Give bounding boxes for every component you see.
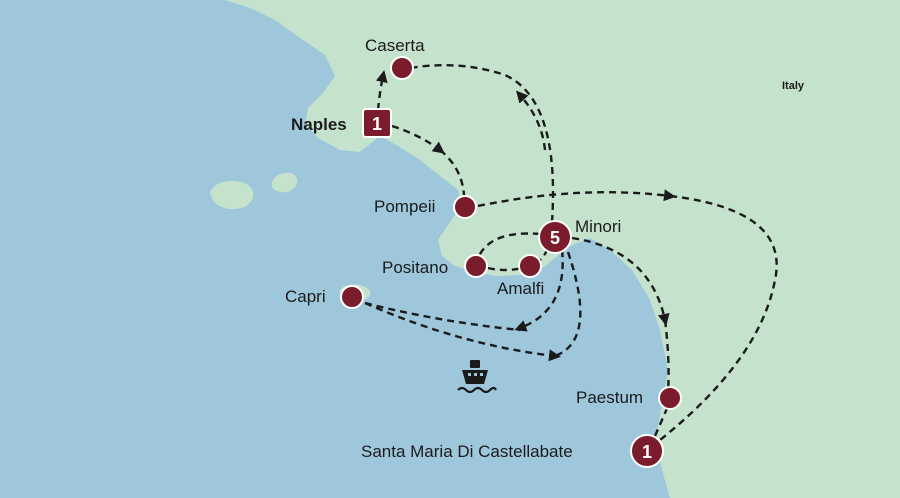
country-label: Italy <box>782 80 805 92</box>
island-ischia <box>210 180 254 210</box>
stop-capri[interactable]: Capri <box>285 285 364 309</box>
stop-marker[interactable] <box>464 254 488 278</box>
route-minori-caserta-arrow <box>516 90 547 151</box>
route-positano-amalfi <box>487 266 523 272</box>
route-naples-caserta <box>375 70 388 111</box>
stop-marker[interactable] <box>630 434 664 468</box>
route-minori-paestum <box>571 236 670 326</box>
stop-positano[interactable]: Positano <box>382 254 488 278</box>
stop-label: Amalfi <box>497 279 544 298</box>
stop-amalfi[interactable]: Amalfi <box>497 254 544 298</box>
route-naples-pompeii-2 <box>439 149 466 196</box>
route-loop-castellabate <box>659 194 778 441</box>
stop-marker[interactable] <box>362 108 392 138</box>
stop-label: Capri <box>285 287 326 306</box>
stop-marker[interactable] <box>518 254 542 278</box>
stop-label: Santa Maria Di Castellabate <box>361 442 573 461</box>
nights-count: 1 <box>372 114 382 134</box>
route-capri-1 <box>364 301 521 332</box>
stop-label: Caserta <box>365 36 425 55</box>
island-procida <box>271 172 298 193</box>
stop-marker[interactable] <box>658 386 682 410</box>
route-capri-2 <box>364 301 561 362</box>
stop-pompeii[interactable]: Pompeii <box>374 195 477 219</box>
route-pompeii-loop <box>477 189 676 208</box>
route-minori-capri-1 <box>514 249 564 332</box>
stop-marker[interactable] <box>340 285 364 309</box>
stop-label: Paestum <box>576 388 643 407</box>
stop-label: Pompeii <box>374 197 435 216</box>
stop-santa-maria-di-castellabate[interactable]: 1 Santa Maria Di Castellabate <box>361 434 664 468</box>
stop-label: Naples <box>291 115 347 134</box>
stop-label: Minori <box>575 217 621 236</box>
stop-label: Positano <box>382 258 448 277</box>
stop-paestum[interactable]: Paestum <box>576 386 682 410</box>
stop-marker[interactable] <box>390 56 414 80</box>
stop-marker[interactable] <box>538 220 572 254</box>
stop-naples[interactable]: 1 Naples <box>291 108 392 138</box>
route-minori-positano <box>476 232 541 259</box>
route-naples-pompeii <box>391 124 445 154</box>
stop-minori[interactable]: 5 Minori <box>538 217 621 254</box>
route-lines <box>364 64 778 441</box>
stop-marker[interactable] <box>453 195 477 219</box>
stop-caserta[interactable]: Caserta <box>365 36 425 80</box>
nights-count: 5 <box>550 228 560 248</box>
route-paestum-castellabate <box>663 319 670 393</box>
ferry-icon <box>457 360 497 394</box>
nights-count: 1 <box>642 442 652 462</box>
